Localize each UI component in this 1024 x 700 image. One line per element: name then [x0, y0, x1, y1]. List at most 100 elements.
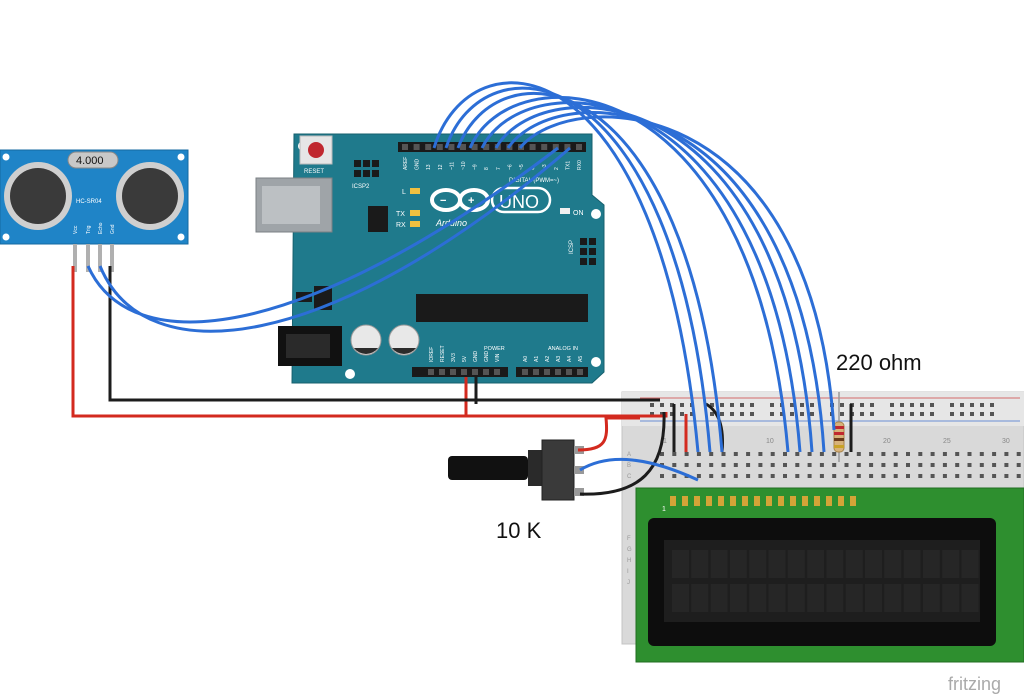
- digital-pin-label: 4: [531, 167, 537, 170]
- terminal-hole: [758, 463, 763, 467]
- terminal-hole: [869, 452, 874, 456]
- rail-hole: [660, 412, 664, 416]
- rail-hole: [890, 403, 894, 407]
- rail-hole: [800, 403, 804, 407]
- terminal-hole: [733, 463, 738, 467]
- terminal-hole: [709, 452, 714, 456]
- digital-label: DIGITAL (PWM=~): [509, 178, 559, 184]
- pin-label-echo: Echo: [98, 222, 104, 234]
- lcd-header-pin: [838, 496, 844, 506]
- lcd-cell: [749, 584, 767, 612]
- lcd-cell: [865, 584, 882, 612]
- terminal-hole: [684, 463, 689, 467]
- rail-hole: [680, 412, 684, 416]
- rail-hole: [660, 403, 664, 407]
- lcd-cell: [845, 550, 863, 578]
- lcd-cell: [865, 550, 882, 578]
- digital-pin: [402, 144, 408, 150]
- sensor-pin: [110, 244, 114, 272]
- digital-pin-label: 2: [554, 167, 560, 170]
- bb-col-1: 1: [663, 438, 667, 445]
- digital-pin-label: ~5: [519, 164, 525, 170]
- analog-pin-label: A0: [523, 356, 529, 362]
- terminal-hole: [992, 452, 997, 456]
- terminal-hole: [721, 452, 726, 456]
- terminal-hole: [672, 452, 677, 456]
- wire-blue-lcd-d7: [506, 110, 826, 453]
- terminal-hole: [844, 452, 849, 456]
- icsp-pin: [580, 248, 587, 255]
- rail-hole: [990, 403, 994, 407]
- digital-pin-label: AREF: [403, 157, 409, 170]
- terminal-hole: [783, 463, 787, 467]
- bb-row-b: B: [627, 463, 631, 469]
- rail-hole: [950, 412, 954, 416]
- lcd-header-pin: [754, 496, 760, 506]
- analog-pin-label: A5: [578, 356, 584, 362]
- terminal-hole: [733, 474, 738, 478]
- digital-pin-label: ~9: [473, 164, 479, 170]
- resistor-band: [834, 426, 844, 429]
- lcd-cell: [961, 584, 979, 612]
- bb-col-20: 20: [883, 438, 891, 445]
- analog-pin-label: A1: [534, 356, 540, 362]
- terminal-hole: [758, 452, 763, 456]
- pot-pin: [574, 466, 584, 474]
- rail-hole: [970, 412, 974, 416]
- rail-hole: [650, 403, 654, 407]
- pin-label-gnd: Gnd: [110, 224, 116, 234]
- lcd-header-pin: [814, 496, 820, 506]
- icsp-pin: [580, 238, 587, 245]
- terminal-hole: [893, 474, 898, 478]
- lcd-cell: [672, 584, 689, 612]
- lcd-cell: [826, 584, 844, 612]
- power-pin: [461, 369, 467, 375]
- terminal-hole: [930, 474, 935, 478]
- arduino-uno: RESET ICSP2 L TX RX ON − + UNO Arduino D…: [255, 133, 605, 384]
- terminal-hole: [1004, 452, 1009, 456]
- digital-pin: [460, 144, 466, 150]
- rail-hole: [920, 403, 924, 407]
- mount-hole: [591, 209, 601, 219]
- terminal-hole: [1004, 463, 1009, 467]
- terminal-hole: [795, 474, 800, 478]
- rail-hole: [960, 403, 964, 407]
- digital-pin-label: TX1: [565, 161, 571, 170]
- resistor-band: [834, 438, 844, 441]
- terminal-hole: [856, 452, 861, 456]
- digital-pin-label: ~6: [507, 164, 513, 170]
- reset-button-cap[interactable]: [308, 142, 324, 158]
- bb-row-g: G: [627, 547, 632, 553]
- digital-pin-label: GND: [415, 159, 421, 171]
- power-pin-label: 5V: [462, 355, 468, 362]
- digital-pin: [576, 144, 582, 150]
- mount-hole: [177, 153, 185, 161]
- power-pin-label: RESET: [440, 345, 446, 362]
- power-pin: [439, 369, 445, 375]
- lcd-pin-one: 1: [662, 506, 666, 513]
- terminal-hole: [979, 452, 984, 456]
- pot-knob-shaft: [448, 456, 528, 480]
- terminal-hole: [955, 452, 960, 456]
- led-tx-label: TX: [396, 211, 405, 218]
- icsp2-pin: [354, 170, 361, 177]
- terminal-hole: [807, 474, 812, 478]
- lcd-header-pin: [742, 496, 748, 506]
- resistor-220-ohm: [833, 392, 845, 462]
- led-l-label: L: [402, 189, 406, 196]
- lcd-header-pin: [694, 496, 700, 506]
- crystal: [67, 151, 119, 169]
- terminal-hole: [992, 463, 997, 467]
- wire-blue-echo: [98, 146, 571, 333]
- power-label: POWER: [484, 346, 505, 352]
- lcd-cell: [903, 550, 921, 578]
- terminal-hole: [721, 463, 726, 467]
- terminal-hole: [684, 452, 689, 456]
- analog-pin: [544, 369, 550, 375]
- resistor-label: 220 ohm: [836, 350, 922, 375]
- transducer-right-mesh: [122, 168, 178, 224]
- lcd-cell: [672, 550, 689, 578]
- lcd-header-pin: [802, 496, 808, 506]
- transducer-left-mesh: [10, 168, 66, 224]
